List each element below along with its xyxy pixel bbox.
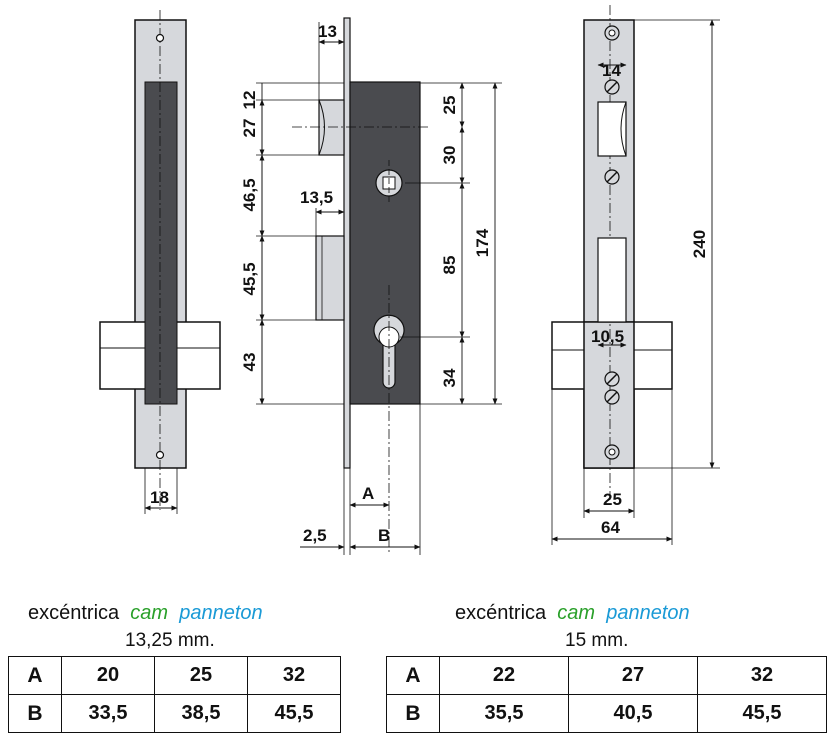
table-row: B 33,5 38,5 45,5 — [8, 694, 341, 733]
dim-27: 27 — [240, 119, 259, 138]
table2: A 22 27 32 B 35,5 40,5 45,5 — [386, 656, 827, 733]
row-label: A — [386, 656, 440, 695]
dim-12: 12 — [240, 91, 259, 110]
table-cell: 38,5 — [154, 694, 248, 733]
table-cell: 20 — [61, 656, 155, 695]
table-cell: 27 — [568, 656, 698, 695]
table1-size: 13,25 mm. — [125, 630, 215, 651]
table-cell: 35,5 — [439, 694, 569, 733]
dim-label-a: A — [362, 484, 374, 503]
side-view: 12 27 46,5 45,5 43 13 13,5 25 30 85 34 1… — [240, 17, 502, 555]
strike-screw-4 — [604, 371, 620, 387]
dead-bolt — [315, 235, 345, 321]
table-cell: 25 — [154, 656, 248, 695]
table1-caption: excéntrica cam panneton — [28, 602, 263, 625]
table-cell: 22 — [439, 656, 569, 695]
strike-screw-3 — [604, 169, 620, 185]
dim-34: 34 — [440, 368, 459, 387]
strike-screw-bottom — [604, 444, 620, 460]
dim-label-b: B — [378, 526, 390, 545]
dim-13: 13 — [318, 22, 337, 41]
table2-size: 15 mm. — [565, 630, 629, 651]
table-cell: 32 — [697, 656, 827, 695]
table-cell: 45,5 — [247, 694, 341, 733]
lock-technical-drawing: 18 — [99, 5, 720, 555]
screw-hole-top — [155, 33, 165, 43]
front-view: 18 — [99, 10, 221, 514]
dim-46-5: 46,5 — [240, 178, 259, 211]
table-row: B 35,5 40,5 45,5 — [386, 694, 827, 733]
dim-14: 14 — [602, 61, 621, 80]
row-label: B — [386, 694, 440, 733]
dim-45-5: 45,5 — [240, 262, 259, 295]
latch-bolt — [318, 99, 345, 156]
dim-174: 174 — [473, 228, 492, 257]
faceplate — [343, 17, 351, 469]
strike-screw-top — [604, 25, 620, 41]
table2-caption-cam: cam — [557, 602, 596, 624]
table1-caption-panneton: panneton — [179, 602, 263, 624]
lock-case-side — [144, 81, 178, 405]
dim-plate-width: 18 — [150, 488, 169, 507]
latch-opening — [597, 101, 627, 157]
dim-64: 64 — [601, 518, 620, 537]
dim-2-5: 2,5 — [303, 526, 327, 545]
strike-view: 14 10,5 240 25 64 — [551, 5, 720, 545]
table2-caption: excéntrica cam panneton — [455, 602, 690, 625]
table-cell: 32 — [247, 656, 341, 695]
dim-30: 30 — [440, 146, 459, 165]
dim-25: 25 — [440, 96, 459, 115]
dim-240: 240 — [690, 230, 709, 258]
bolt-opening — [597, 237, 627, 323]
table1: A 20 25 32 B 33,5 38,5 45,5 — [8, 656, 341, 733]
row-label: A — [8, 656, 62, 695]
table-cell: 33,5 — [61, 694, 155, 733]
table-row: A 22 27 32 — [386, 656, 827, 695]
table1-caption-word: excéntrica — [28, 602, 120, 624]
screw-hole-bottom — [155, 450, 165, 460]
table2-caption-panneton: panneton — [606, 602, 690, 624]
table-cell: 45,5 — [697, 694, 827, 733]
row-label: B — [8, 694, 62, 733]
strike-screw-5 — [604, 389, 620, 405]
dim-13-5: 13,5 — [300, 188, 333, 207]
dim-43: 43 — [240, 353, 259, 372]
dim-10-5: 10,5 — [591, 327, 624, 346]
table1-caption-cam: cam — [130, 602, 169, 624]
dim-85: 85 — [440, 256, 459, 275]
dim-25-strike: 25 — [603, 490, 622, 509]
table2-caption-word: excéntrica — [455, 602, 547, 624]
table-row: A 20 25 32 — [8, 656, 341, 695]
strike-screw-2 — [604, 79, 620, 95]
table-cell: 40,5 — [568, 694, 698, 733]
